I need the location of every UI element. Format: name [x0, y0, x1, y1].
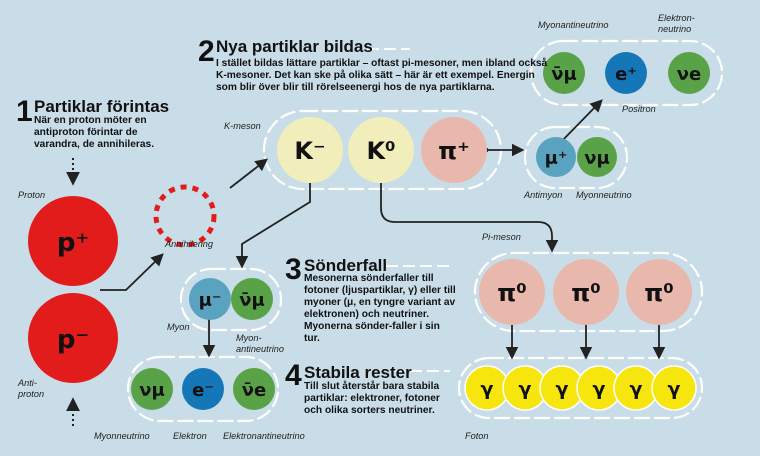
- positron: e⁺: [605, 52, 647, 94]
- kminus-meson: K⁻: [277, 117, 343, 183]
- step4-title: Stabila rester: [304, 363, 412, 382]
- pimeson-label: Pi-meson: [482, 232, 521, 242]
- annihilation-burst-icon: [153, 184, 217, 248]
- muon: μ⁻: [189, 278, 231, 320]
- myonneutrino-top-label: Myonneutrino: [576, 190, 632, 200]
- myon-antineutrino-symbol: ν̄μ: [239, 290, 265, 311]
- photon-symbol: γ: [593, 378, 606, 400]
- positron-symbol: e⁺: [615, 64, 637, 85]
- antimyon-label: Antimyon: [524, 190, 563, 200]
- photon-symbol: γ: [481, 378, 494, 400]
- top-neutrino-group-outline: [529, 39, 724, 107]
- elektronneutrino: νe: [668, 52, 710, 94]
- photon-symbol: γ: [668, 378, 681, 400]
- pizero-symbol: π⁰: [644, 279, 674, 307]
- elektronneutrino-symbol: νe: [677, 64, 701, 85]
- elektronantineutrino-symbol: ν̄e: [242, 380, 266, 401]
- myonneutrino-bottom-label: Myonneutrino: [94, 431, 150, 441]
- kminus-symbol: K⁻: [294, 137, 325, 165]
- antimuon-decay-arrow: [556, 99, 603, 147]
- piplus-symbol: π⁺: [438, 137, 470, 165]
- muon-group-outline: [179, 267, 283, 332]
- pizero-meson: π⁰: [553, 259, 619, 325]
- photon: [651, 365, 697, 411]
- pizero-meson: π⁰: [479, 259, 545, 325]
- step3-title: Sönderfall: [304, 256, 388, 275]
- myon-label: Myon: [167, 322, 190, 332]
- step3-text: Mesonerna sönderfaller till fotoner (lju…: [304, 273, 456, 344]
- step1-text: När en proton möter en antiproton förint…: [34, 115, 155, 150]
- elektronneutrino-label: Elektron- neutrino: [658, 13, 695, 34]
- proton: p⁺: [28, 196, 118, 286]
- kzero-symbol: K⁰: [366, 137, 395, 165]
- elektron-label: Elektron: [173, 431, 207, 441]
- antiproton-symbol: p⁻: [57, 325, 89, 355]
- proton-symbol: p⁺: [57, 228, 89, 258]
- step2-text: I stället bildas lättare partiklar – oft…: [216, 58, 548, 93]
- kminus-decay-arrow: [235, 170, 311, 269]
- step3-number: 3: [285, 253, 302, 286]
- annihilation-arrow: [100, 253, 164, 291]
- step4-text: Till slut återstår bara stabila partikla…: [304, 381, 440, 416]
- photon-row: [464, 365, 697, 411]
- kmeson-label: K-meson: [224, 121, 261, 131]
- photon-symbol: γ: [519, 378, 532, 400]
- electron: e⁻: [182, 368, 224, 410]
- kzero-decay-arrow: [380, 168, 559, 253]
- antimuon-symbol: μ⁺: [545, 148, 568, 169]
- step4-number: 4: [285, 359, 302, 392]
- step2-number: 2: [198, 35, 215, 68]
- myonantineutrino-top: ν̄μ: [543, 52, 585, 94]
- kzero-meson: K⁰: [348, 117, 414, 183]
- positron-label: Positron: [622, 104, 656, 114]
- muon-symbol: μ⁻: [199, 290, 222, 311]
- antiproton: p⁻: [28, 293, 118, 383]
- photon-symbol: γ: [630, 378, 643, 400]
- myon-antineutrino-label: Myon- antineutrino: [236, 333, 285, 354]
- step2-title: Nya partiklar bildas: [216, 37, 373, 56]
- elektronantineutrino: ν̄e: [233, 368, 275, 410]
- foton-label: Foton: [465, 431, 489, 441]
- myonneutrino-bottom: νμ: [131, 368, 173, 410]
- annihilation-label: Annihilering: [165, 239, 214, 249]
- electron-symbol: e⁻: [192, 380, 214, 401]
- myonneutrino-top: νμ: [577, 137, 617, 177]
- photon-symbol: γ: [556, 378, 569, 400]
- step1-number: 1: [16, 95, 33, 128]
- proton-label: Proton: [18, 190, 46, 200]
- to-kmeson-arrow: [229, 158, 268, 189]
- elektronantineutrino-label: Elektronantineutrino: [223, 431, 305, 441]
- pizero-symbol: π⁰: [571, 279, 601, 307]
- piplus-meson: π⁺: [421, 117, 487, 183]
- pizero-symbol: π⁰: [497, 279, 527, 307]
- antimuon: μ⁺: [536, 137, 576, 177]
- pizero-meson: π⁰: [626, 259, 692, 325]
- myonantineutrino-top-label: Myonantineutrino: [538, 20, 609, 30]
- pion-group-outline: [473, 251, 704, 333]
- myonneutrino-top-symbol: νμ: [584, 148, 610, 169]
- antiproton-label: Anti- proton: [18, 378, 45, 399]
- step1-title: Partiklar förintas: [34, 97, 170, 116]
- myonantineutrino-top-symbol: ν̄μ: [551, 64, 577, 85]
- myon-antineutrino: ν̄μ: [231, 278, 273, 320]
- myonneutrino-bottom-symbol: νμ: [139, 380, 165, 401]
